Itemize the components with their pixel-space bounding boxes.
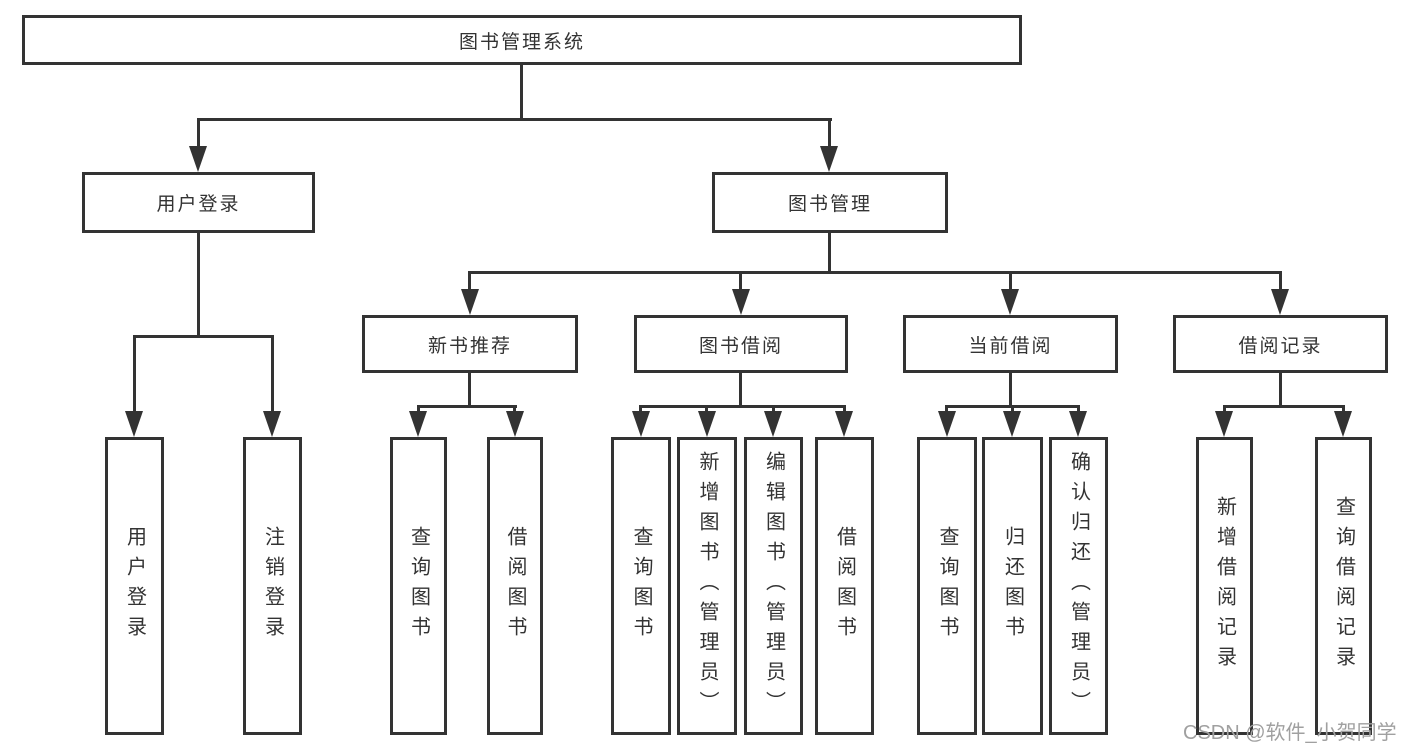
leaf-label: 新增借阅记录 xyxy=(1213,496,1236,676)
arrow-down-icon xyxy=(632,411,650,437)
connector-drop xyxy=(1223,405,1226,413)
leaf-label: 借阅图书 xyxy=(504,526,526,646)
connector-drop xyxy=(1077,405,1080,413)
node-library-system: 图书管理系统 xyxy=(22,15,1022,65)
leaf-label: 新增图书（管理员） xyxy=(696,451,718,721)
connector-drop-leaf-user-login xyxy=(133,335,136,411)
leaf-label: 编辑图书（管理员） xyxy=(762,451,785,721)
connector-drop-book-borrow xyxy=(739,271,742,291)
connector-drop-user-login xyxy=(197,118,200,148)
connector-drop-current-borrow xyxy=(1009,271,1012,291)
node-book-borrow: 图书借阅 xyxy=(634,315,848,373)
arrow-down-icon xyxy=(1334,411,1352,437)
leaf-user-login: 用户登录 xyxy=(105,437,164,735)
arrow-down-icon xyxy=(189,146,207,172)
connector-drop xyxy=(1011,405,1014,413)
arrow-down-icon xyxy=(764,411,782,437)
leaf-recommend-borrow-books: 借阅图书 xyxy=(487,437,543,735)
connector-borrow-records-crossbar xyxy=(1223,405,1345,408)
arrow-down-icon xyxy=(1003,411,1021,437)
leaf-label: 注销登录 xyxy=(261,526,284,646)
arrow-down-icon xyxy=(1271,289,1289,315)
arrow-down-icon xyxy=(835,411,853,437)
connector-drop xyxy=(1342,405,1345,413)
leaf-records-add-record: 新增借阅记录 xyxy=(1196,437,1253,735)
leaf-borrow-borrow-books: 借阅图书 xyxy=(815,437,874,735)
arrow-down-icon xyxy=(125,411,143,437)
connector-drop xyxy=(705,405,708,413)
leaf-current-query-books: 查询图书 xyxy=(917,437,977,735)
leaf-borrow-query-books: 查询图书 xyxy=(611,437,671,735)
arrow-down-icon xyxy=(820,146,838,172)
connector-book-management-stem xyxy=(828,233,831,274)
node-user-login: 用户登录 xyxy=(82,172,315,233)
arrow-down-icon xyxy=(732,289,750,315)
connector-root-crossbar xyxy=(197,118,832,121)
arrow-down-icon xyxy=(506,411,524,437)
connector-root-stem xyxy=(520,65,523,121)
arrow-down-icon xyxy=(263,411,281,437)
watermark: CSDN @软件_小贺同学 xyxy=(1183,722,1397,744)
connector-book-borrow-crossbar xyxy=(639,405,845,408)
leaf-logout: 注销登录 xyxy=(243,437,302,735)
connector-book-management-crossbar xyxy=(469,271,1282,274)
connector-new-book-crossbar xyxy=(417,405,517,408)
connector-drop xyxy=(772,405,775,413)
arrow-down-icon xyxy=(409,411,427,437)
node-current-borrow: 当前借阅 xyxy=(903,315,1118,373)
connector-current-borrow-stem xyxy=(1009,373,1012,408)
connector-drop xyxy=(945,405,948,413)
arrow-down-icon xyxy=(1069,411,1087,437)
leaf-label: 查询图书 xyxy=(630,526,652,646)
arrow-down-icon xyxy=(1001,289,1019,315)
leaf-label: 查询借阅记录 xyxy=(1332,496,1355,676)
connector-drop-new-book xyxy=(468,271,471,291)
arrow-down-icon xyxy=(698,411,716,437)
leaf-current-confirm-return-admin: 确认归还（管理员） xyxy=(1049,437,1108,735)
leaf-recommend-query-books: 查询图书 xyxy=(390,437,447,735)
leaf-borrow-add-books-admin: 新增图书（管理员） xyxy=(677,437,737,735)
connector-drop-borrow-records xyxy=(1279,271,1282,291)
node-new-book-recommend: 新书推荐 xyxy=(362,315,578,373)
connector-drop-book-management xyxy=(828,118,831,148)
leaf-records-query-record: 查询借阅记录 xyxy=(1315,437,1372,735)
arrow-down-icon xyxy=(1215,411,1233,437)
node-borrow-records: 借阅记录 xyxy=(1173,315,1388,373)
leaf-current-return-books: 归还图书 xyxy=(982,437,1043,735)
connector-user-login-crossbar xyxy=(133,335,274,338)
connector-borrow-records-stem xyxy=(1279,373,1282,408)
arrow-down-icon xyxy=(461,289,479,315)
connector-drop-leaf-logout xyxy=(271,335,274,411)
leaf-label: 归还图书 xyxy=(1001,526,1024,646)
connector-drop xyxy=(639,405,642,413)
arrow-down-icon xyxy=(938,411,956,437)
connector-drop xyxy=(417,405,420,413)
leaf-label: 用户登录 xyxy=(123,526,146,646)
leaf-label: 借阅图书 xyxy=(833,526,856,646)
leaf-borrow-edit-books-admin: 编辑图书（管理员） xyxy=(744,437,803,735)
connector-drop xyxy=(513,405,516,413)
leaf-label: 查询图书 xyxy=(936,526,958,646)
connector-user-login-stem xyxy=(197,233,200,338)
leaf-label: 确认归还（管理员） xyxy=(1067,451,1090,721)
node-book-management: 图书管理 xyxy=(712,172,948,233)
connector-new-book-stem xyxy=(468,373,471,408)
leaf-label: 查询图书 xyxy=(407,526,430,646)
connector-book-borrow-stem xyxy=(739,373,742,408)
connector-drop xyxy=(843,405,846,413)
